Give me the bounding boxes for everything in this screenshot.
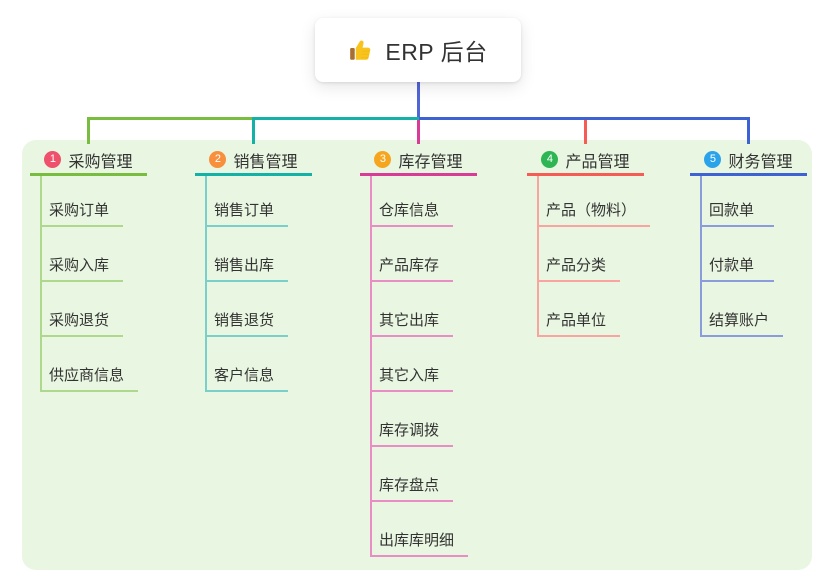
child-node[interactable]: 其它入库 (372, 337, 454, 392)
branch-children: 销售订单销售出库销售退货客户信息 (205, 176, 289, 392)
branch-title-label: 财务管理 (728, 153, 793, 171)
child-node[interactable]: 销售订单 (207, 176, 289, 227)
branch-children: 产品（物料）产品分类产品单位 (537, 176, 651, 337)
root-node-label: ERP 后台 (385, 39, 488, 65)
child-node[interactable]: 产品（物料） (539, 176, 651, 227)
child-node[interactable]: 采购订单 (42, 176, 124, 227)
child-node[interactable]: 回款单 (702, 176, 774, 227)
branch-children: 回款单付款单结算账户 (700, 176, 784, 337)
branch-children: 采购订单采购入库采购退货供应商信息 (40, 176, 139, 392)
branch-title-node[interactable]: 3 库存管理 (360, 146, 477, 176)
child-node[interactable]: 付款单 (702, 227, 774, 282)
branch-4: 4 产品管理产品（物料）产品分类产品单位 (527, 146, 651, 337)
branch-3: 3 库存管理仓库信息产品库存其它出库其它入库库存调拨库存盘点出库库明细 (360, 146, 477, 557)
child-node[interactable]: 供应商信息 (42, 337, 139, 392)
branch-5: 5 财务管理回款单付款单结算账户 (690, 146, 807, 337)
child-node[interactable]: 出库库明细 (372, 502, 469, 557)
thumbs-up-icon (348, 37, 374, 63)
priority-badge-icon: 3 (374, 151, 392, 168)
child-node[interactable]: 产品库存 (372, 227, 454, 282)
branch-title-label: 采购管理 (68, 153, 133, 171)
child-node[interactable]: 库存调拨 (372, 392, 454, 447)
trunk-segment-right (418, 117, 750, 120)
trunk-segment-mid (253, 117, 419, 120)
branch-title-node[interactable]: 2 销售管理 (195, 146, 312, 176)
branch-title-label: 销售管理 (233, 153, 298, 171)
child-node[interactable]: 结算账户 (702, 282, 784, 337)
priority-badge-icon: 1 (44, 151, 62, 168)
child-node[interactable]: 库存盘点 (372, 447, 454, 502)
child-node[interactable]: 产品分类 (539, 227, 621, 282)
branch-2: 2 销售管理销售订单销售出库销售退货客户信息 (195, 146, 312, 392)
child-node[interactable]: 仓库信息 (372, 176, 454, 227)
priority-badge-icon: 2 (209, 151, 227, 168)
priority-badge-icon: 4 (541, 151, 559, 168)
priority-badge-icon: 5 (704, 151, 722, 168)
branch-drop-line (252, 117, 255, 144)
child-node[interactable]: 采购退货 (42, 282, 124, 337)
branch-children: 仓库信息产品库存其它出库其它入库库存调拨库存盘点出库库明细 (370, 176, 469, 557)
branch-drop-line (584, 120, 587, 144)
branch-title-label: 产品管理 (565, 153, 630, 171)
child-node[interactable]: 销售出库 (207, 227, 289, 282)
branch-drop-line (417, 120, 420, 144)
branch-title-node[interactable]: 4 产品管理 (527, 146, 644, 176)
child-node[interactable]: 销售退货 (207, 282, 289, 337)
root-trunk-line (417, 82, 420, 120)
branch-title-node[interactable]: 5 财务管理 (690, 146, 807, 176)
branch-1: 1 采购管理采购订单采购入库采购退货供应商信息 (30, 146, 147, 392)
trunk-segment-left (88, 117, 254, 120)
branch-drop-line (87, 117, 90, 144)
branch-title-label: 库存管理 (398, 153, 463, 171)
branch-drop-line (747, 117, 750, 144)
child-node[interactable]: 采购入库 (42, 227, 124, 282)
background-panel (22, 140, 812, 570)
child-node[interactable]: 客户信息 (207, 337, 289, 392)
child-node[interactable]: 产品单位 (539, 282, 621, 337)
branch-title-node[interactable]: 1 采购管理 (30, 146, 147, 176)
root-node[interactable]: ERP 后台 (315, 18, 521, 82)
child-node[interactable]: 其它出库 (372, 282, 454, 337)
